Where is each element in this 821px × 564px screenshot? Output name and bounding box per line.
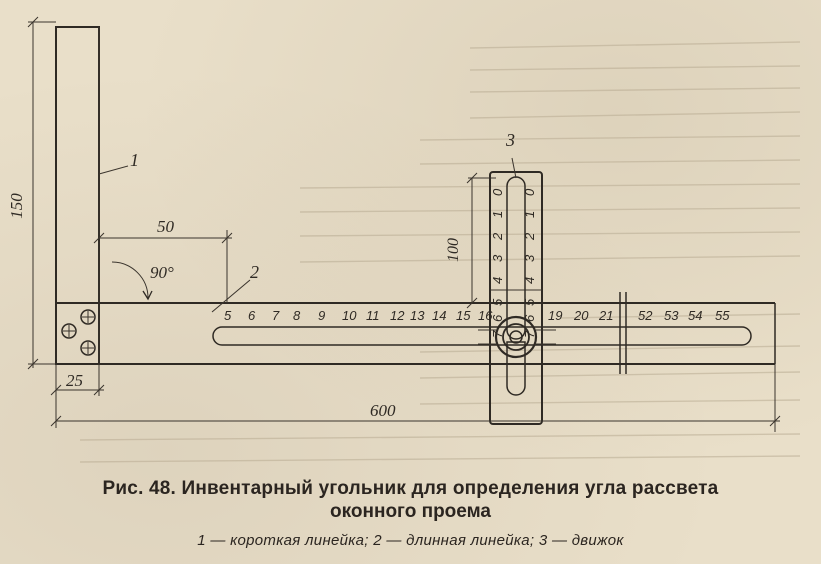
slider-scale-label: 6 xyxy=(490,314,505,322)
slider-scale-label: 3 xyxy=(490,254,505,262)
slider-scale-label: 7 xyxy=(490,330,505,338)
slider-scale-label: 2 xyxy=(490,232,505,241)
long-scale-label: 20 xyxy=(573,308,589,323)
slider-scale-label: 1 xyxy=(522,211,537,218)
figure-legend: 1 — короткая линейка; 2 — длинная линейк… xyxy=(197,532,624,549)
callout-1: 1 xyxy=(130,150,139,170)
dim-50: 50 xyxy=(157,217,175,236)
figure-caption-title-continued: оконного проема xyxy=(330,501,491,522)
slider-scale-label: 4 xyxy=(522,277,537,284)
slider-scale-label: 5 xyxy=(522,298,537,306)
slider xyxy=(478,171,556,425)
slider-scale-label: 7 xyxy=(522,330,537,338)
dim-100: 100 xyxy=(445,238,462,262)
slider-scale-label: 5 xyxy=(490,298,505,306)
long-scale-label: 8 xyxy=(293,308,301,323)
long-scale-label: 54 xyxy=(688,308,702,323)
slider-scale-label: 1 xyxy=(490,211,505,218)
callout-leaders xyxy=(98,157,517,313)
long-scale-label: 55 xyxy=(715,308,730,323)
long-scale-label: 14 xyxy=(432,308,446,323)
long-scale-label: 52 xyxy=(638,308,653,323)
long-scale-label: 19 xyxy=(548,308,562,323)
callout-3: 3 xyxy=(505,130,515,150)
long-scale-label: 15 xyxy=(456,308,471,323)
long-ruler xyxy=(56,292,776,374)
figure-caption-title: Рис. 48. Инвентарный угольник для опреде… xyxy=(102,478,719,499)
rivets xyxy=(61,309,96,356)
dim-600: 600 xyxy=(370,401,396,420)
slider-scale-label: 2 xyxy=(522,232,537,241)
dimension-lines xyxy=(27,16,781,432)
long-scale-label: 7 xyxy=(272,308,280,323)
callout-2: 2 xyxy=(250,262,259,282)
long-scale-label: 9 xyxy=(318,308,325,323)
slider-scale-label: 6 xyxy=(522,314,537,322)
slider-scale-label: 3 xyxy=(522,254,537,262)
slider-scale-label: 0 xyxy=(490,188,505,196)
long-scale-label: 6 xyxy=(248,308,256,323)
long-scale-label: 13 xyxy=(410,308,425,323)
slider-scale: 0 0 1 1 2 2 3 3 4 4 5 5 6 6 7 7 xyxy=(490,188,537,338)
long-scale-label: 11 xyxy=(366,308,380,323)
dim-150: 150 xyxy=(7,193,26,219)
dim-angle: 90° xyxy=(150,263,174,282)
long-scale-label: 53 xyxy=(664,308,679,323)
long-scale-label: 16 xyxy=(478,308,493,323)
slider-scale-label: 0 xyxy=(522,188,537,196)
short-ruler xyxy=(55,26,100,365)
dim-25: 25 xyxy=(66,371,83,390)
slider-scale-label: 4 xyxy=(490,277,505,284)
long-scale-label: 12 xyxy=(390,308,405,323)
background-bleed xyxy=(79,41,801,463)
long-scale-label: 5 xyxy=(224,308,232,323)
long-scale-label: 21 xyxy=(598,308,613,323)
long-scale-label: 10 xyxy=(342,308,357,323)
